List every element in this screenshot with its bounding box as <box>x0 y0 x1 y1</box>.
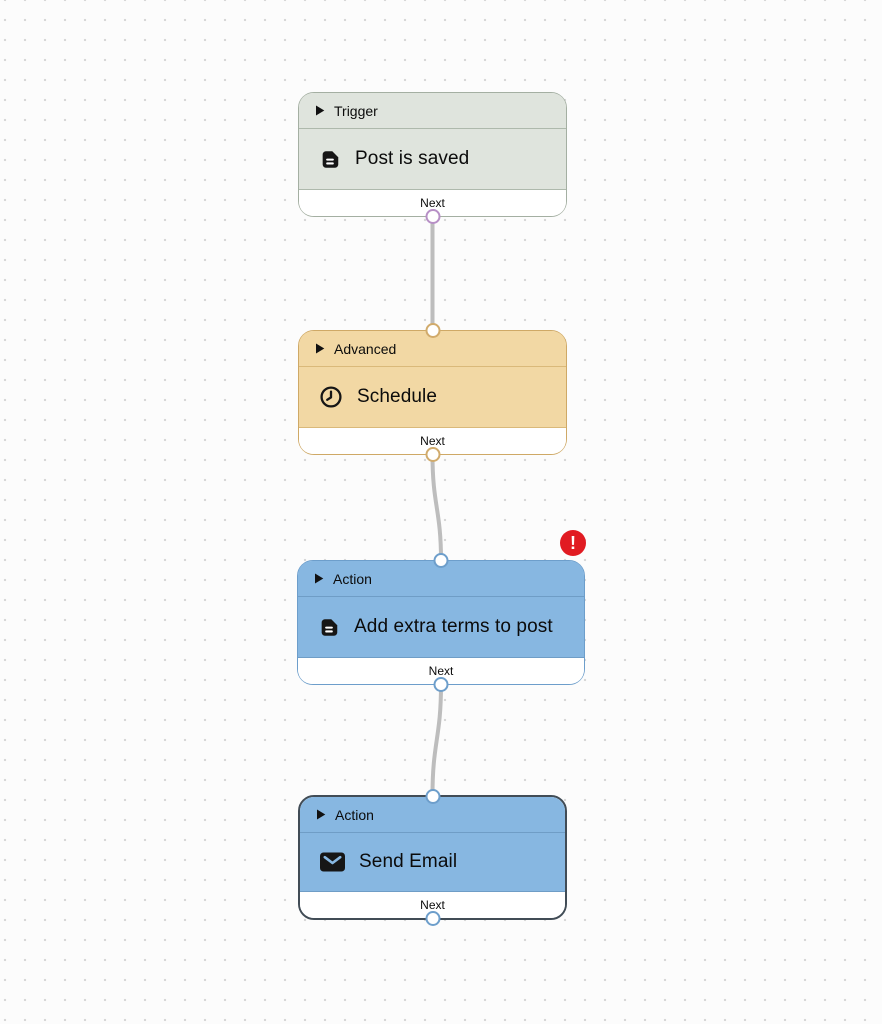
collapse-triangle-icon <box>315 105 325 116</box>
output-port[interactable] <box>425 911 440 926</box>
next-label: Next <box>428 664 454 678</box>
collapse-triangle-icon <box>316 809 326 820</box>
node-title: Post is saved <box>355 148 470 169</box>
next-label: Next <box>420 898 445 912</box>
document-icon <box>318 616 340 639</box>
document-icon <box>319 148 341 171</box>
node-body: Schedule <box>299 367 566 428</box>
input-port[interactable] <box>425 323 440 338</box>
connection-line[interactable] <box>430 683 443 797</box>
error-badge[interactable]: ! <box>560 530 586 556</box>
node-category-label: Action <box>333 570 372 587</box>
node-send-email[interactable]: Action Send Email Next <box>298 789 567 926</box>
node-header[interactable]: Trigger <box>299 93 566 129</box>
node-schedule[interactable]: Advanced Schedule Next <box>298 323 567 462</box>
input-port[interactable] <box>425 789 440 804</box>
node-category-label: Trigger <box>334 102 378 119</box>
next-label: Next <box>420 196 445 210</box>
output-port[interactable] <box>425 447 440 462</box>
collapse-triangle-icon <box>314 573 324 584</box>
node-post-is-saved[interactable]: Trigger Post is saved Next <box>298 92 567 224</box>
collapse-triangle-icon <box>315 343 325 354</box>
node-category-label: Action <box>335 806 374 823</box>
clock-icon <box>319 385 343 409</box>
node-title: Send Email <box>359 851 458 872</box>
node-title: Add extra terms to post <box>354 616 553 637</box>
node-body: Send Email <box>300 833 565 892</box>
node-category-label: Advanced <box>334 340 397 357</box>
output-port[interactable] <box>425 209 440 224</box>
output-port[interactable] <box>433 677 449 692</box>
node-add-extra-terms-to-post[interactable]: Action Add extra terms to post Next ! <box>297 530 586 692</box>
mail-icon <box>320 852 345 872</box>
node-body: Post is saved <box>299 129 566 190</box>
connection-line[interactable] <box>430 453 443 562</box>
input-port[interactable] <box>433 553 449 568</box>
node-title: Schedule <box>357 386 438 407</box>
next-label: Next <box>420 434 445 448</box>
node-body: Add extra terms to post <box>298 597 584 658</box>
